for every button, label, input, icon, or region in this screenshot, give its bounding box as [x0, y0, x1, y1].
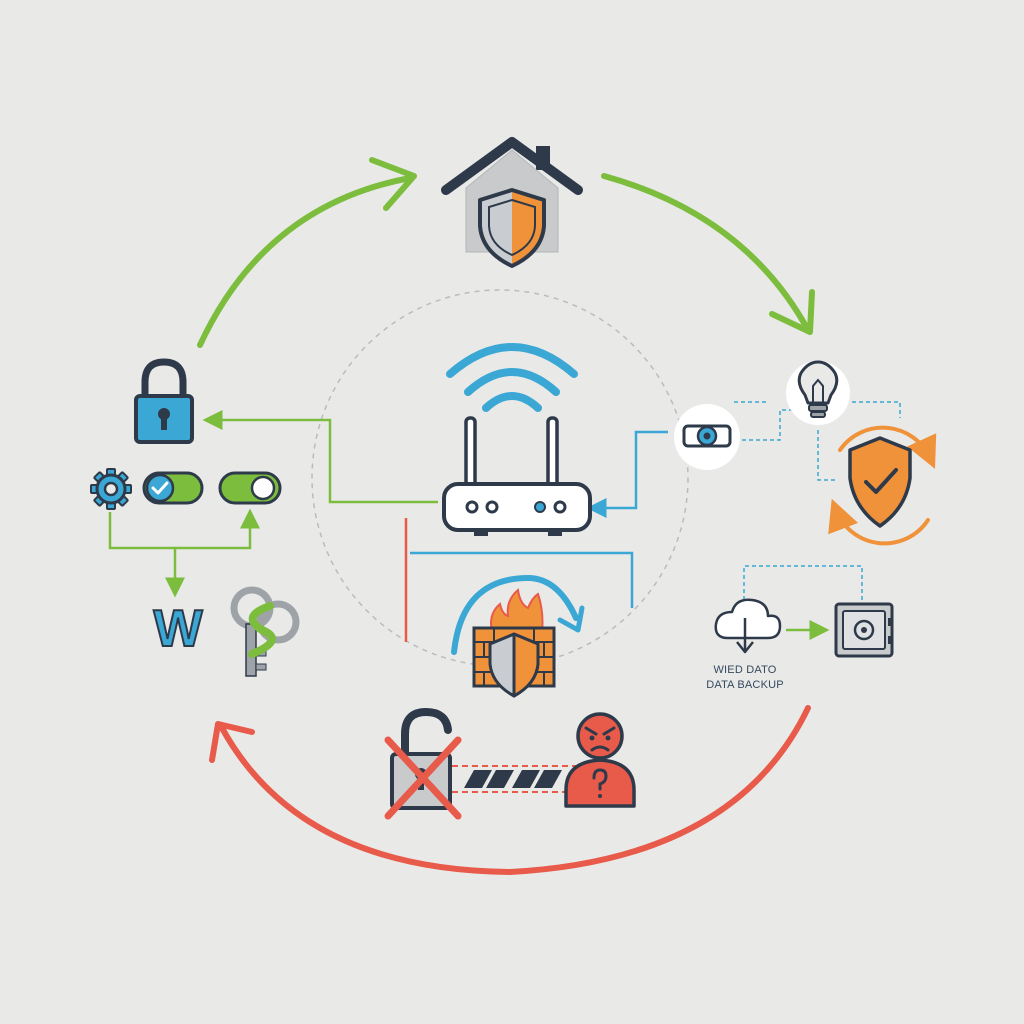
connector-dashed-shield-left — [817, 430, 836, 481]
connector-router-to-padlock — [202, 410, 438, 504]
connector-gear-to-w — [108, 512, 185, 598]
padlock-icon — [134, 358, 194, 444]
toggle-on-icon — [218, 471, 282, 505]
checkbox-toggle-icon — [142, 471, 204, 505]
connector-to-toggle — [175, 508, 260, 550]
gear-icon — [90, 468, 132, 510]
backup-label-line1: WIED DATO — [713, 664, 777, 676]
cloud-download-icon — [714, 598, 782, 654]
firewall-icon — [451, 574, 585, 698]
wifi-router-icon — [442, 343, 592, 536]
backup-label-line2: DATA BACKUP — [706, 679, 784, 691]
data-stream-icon — [464, 770, 562, 788]
house-shield-icon — [441, 137, 583, 268]
connector-dashed-top — [734, 401, 901, 418]
central-dashed-circle — [311, 289, 689, 667]
connector-camera-to-router — [586, 430, 668, 518]
cycle-arrow-right-green — [601, 173, 811, 333]
cycle-arrow-right-green-head — [769, 289, 815, 335]
cycle-arrow-bottom-red — [219, 705, 811, 876]
hacker-icon — [564, 712, 636, 808]
connector-router-down-blue — [410, 551, 634, 608]
broken-padlock-icon — [384, 707, 462, 820]
lightbulb-icon — [786, 360, 850, 425]
letter-w-mark: W — [153, 600, 203, 658]
connector-dashed-camera-bulb — [742, 409, 798, 441]
key-chain-icon — [230, 586, 300, 677]
shield-check-icon — [828, 425, 937, 546]
safe-vault-icon — [834, 602, 894, 658]
cycle-arrow-left-green-head — [369, 157, 417, 211]
connector-dashed-backup — [743, 565, 863, 600]
cycle-arrow-bottom-red-head — [209, 721, 255, 763]
backup-label: WIED DATO DATA BACKUP — [690, 663, 800, 693]
security-camera-icon — [674, 404, 740, 470]
cycle-arrow-left-green — [197, 175, 413, 348]
